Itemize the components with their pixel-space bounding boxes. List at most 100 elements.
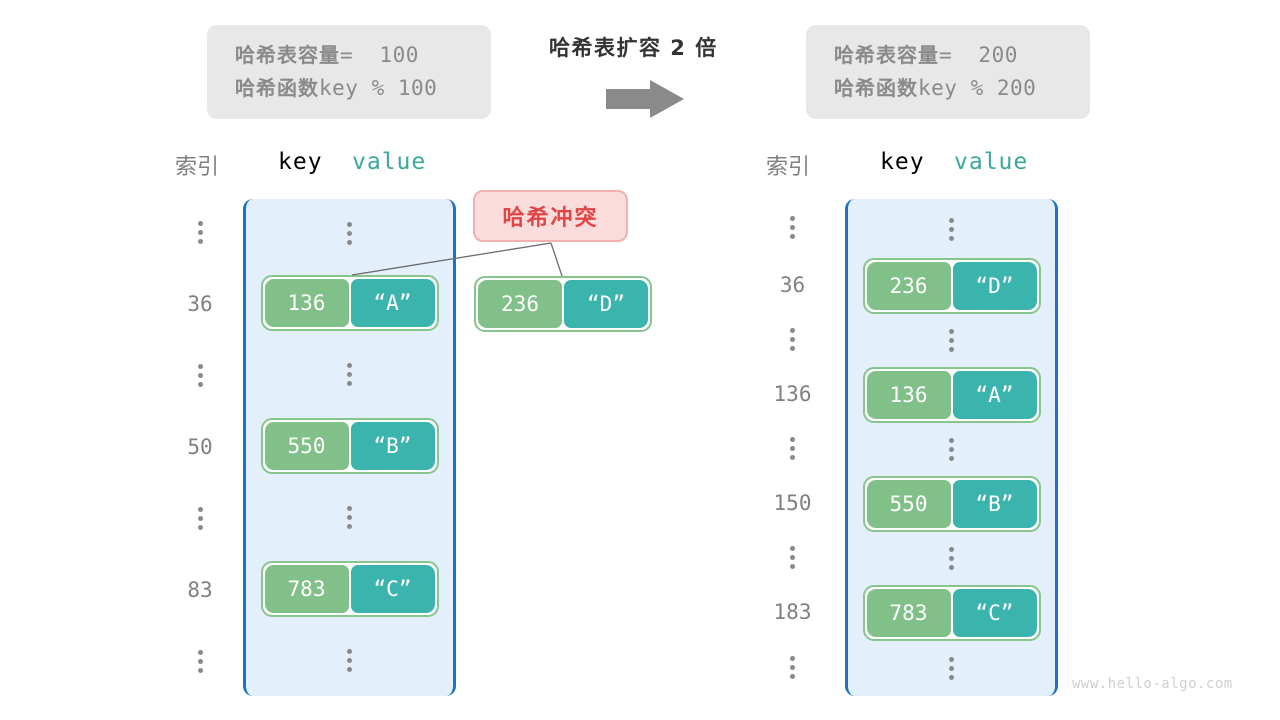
value-cell: “D” — [952, 262, 1037, 310]
vertical-dots-icon — [790, 215, 795, 239]
before-bucket-container: 136 “A” 550 “B” 783 “C” — [243, 199, 456, 696]
bucket-slot — [848, 199, 1055, 259]
bucket-slot: 783 “C” — [246, 553, 453, 624]
vertical-dots-icon — [790, 655, 795, 679]
watermark: www.hello-algo.com — [1072, 676, 1233, 692]
key-cell: 236 — [478, 280, 562, 328]
index-cell: 136 — [773, 381, 812, 406]
bucket-slot: 783 “C” — [848, 585, 1055, 641]
after-function-line: 哈希函数 key % 200 — [834, 72, 1062, 105]
index-cell — [170, 482, 230, 554]
collision-kv-pair[interactable]: 236 “D” — [474, 276, 652, 332]
index-cell: 50 — [187, 434, 213, 459]
kv-pair[interactable]: 783 “C” — [862, 585, 1041, 641]
before-index-column: 36 50 83 — [170, 196, 230, 697]
index-cell — [170, 339, 230, 411]
bucket-slot: 550 “B” — [246, 410, 453, 481]
vertical-dots-icon — [790, 327, 795, 351]
after-capacity-line: 哈希表容量 = 200 — [834, 39, 1062, 72]
bucket-slot — [246, 199, 453, 267]
before-function-value: key % 100 — [319, 76, 438, 100]
kv-pair[interactable]: 550 “B” — [260, 417, 439, 474]
kv-pair[interactable]: 136 “A” — [260, 274, 439, 331]
before-info-box: 哈希表容量 = 100 哈希函数 key % 100 — [207, 25, 491, 119]
before-function-line: 哈希函数 key % 100 — [235, 72, 463, 105]
index-cell: 36 — [187, 291, 213, 316]
vertical-dots-icon — [197, 649, 203, 673]
before-capacity-line: 哈希表容量 = 100 — [235, 39, 463, 72]
before-capacity-value: = 100 — [340, 43, 419, 68]
vertical-dots-icon — [790, 545, 795, 569]
index-cell — [755, 196, 830, 258]
key-cell: 550 — [264, 421, 349, 470]
bucket-slot — [848, 531, 1055, 586]
value-cell: “D” — [564, 280, 648, 328]
key-cell: 236 — [866, 262, 951, 310]
value-cell: “A” — [952, 371, 1037, 419]
vertical-dots-icon — [347, 221, 352, 245]
before-function-label: 哈希函数 — [235, 76, 319, 100]
kv-pair[interactable]: 236 “D” — [862, 258, 1041, 314]
bucket-slot: 236 “D” — [848, 258, 1055, 314]
vertical-dots-icon — [949, 217, 954, 241]
key-cell: 550 — [866, 480, 951, 528]
after-header-value: value — [954, 149, 1029, 175]
index-cell — [170, 196, 230, 268]
resize-caption: 哈希表扩容 2 倍 — [549, 36, 718, 60]
key-cell: 783 — [866, 589, 951, 637]
index-cell — [170, 625, 230, 697]
kv-pair[interactable]: 550 “B” — [862, 476, 1041, 532]
kv-pair[interactable]: 136 “A” — [862, 367, 1041, 423]
collision-callout: 哈希冲突 — [473, 190, 628, 242]
index-cell — [755, 420, 830, 476]
before-header-key: key — [278, 149, 323, 175]
after-function-label: 哈希函数 — [834, 76, 918, 100]
before-capacity-label: 哈希表容量 — [235, 43, 340, 68]
after-header-index: 索引 — [766, 155, 811, 180]
after-index-column: 36 136 150 183 — [755, 196, 830, 696]
after-bucket-container: 236 “D” 136 “A” 550 “B” 783 “C” — [845, 199, 1058, 696]
vertical-dots-icon — [347, 648, 352, 672]
vertical-dots-icon — [197, 220, 203, 244]
bucket-slot: 136 “A” — [246, 267, 453, 338]
index-cell: 150 — [773, 490, 812, 515]
key-cell: 783 — [264, 564, 349, 613]
after-function-value: key % 200 — [918, 76, 1037, 100]
value-cell: “C” — [350, 564, 435, 613]
bucket-slot: 136 “A” — [848, 367, 1055, 423]
kv-pair[interactable]: 783 “C” — [260, 560, 439, 617]
bucket-slot — [848, 313, 1055, 368]
vertical-dots-icon — [197, 363, 203, 387]
vertical-dots-icon — [949, 329, 954, 352]
bucket-slot: 550 “B” — [848, 476, 1055, 532]
after-capacity-value: = 200 — [939, 43, 1018, 68]
vertical-dots-icon — [347, 505, 352, 529]
index-cell — [755, 529, 830, 585]
vertical-dots-icon — [790, 436, 795, 460]
value-cell: “B” — [350, 421, 435, 470]
value-cell: “C” — [952, 589, 1037, 637]
after-header-key: key — [880, 149, 925, 175]
bucket-slot — [246, 338, 453, 410]
value-cell: “B” — [952, 480, 1037, 528]
vertical-dots-icon — [949, 438, 954, 461]
bucket-slot — [246, 624, 453, 696]
value-cell: “A” — [350, 278, 435, 327]
index-cell — [755, 638, 830, 696]
bucket-slot — [246, 481, 453, 553]
vertical-dots-icon — [949, 547, 954, 570]
index-cell: 36 — [779, 272, 806, 297]
index-cell: 183 — [773, 599, 812, 624]
index-cell: 83 — [187, 577, 213, 602]
index-cell — [755, 311, 830, 367]
right-arrow-icon — [606, 80, 684, 118]
key-cell: 136 — [264, 278, 349, 327]
before-header-value: value — [352, 149, 427, 175]
key-cell: 136 — [866, 371, 951, 419]
bucket-slot — [848, 640, 1055, 696]
vertical-dots-icon — [197, 506, 203, 530]
vertical-dots-icon — [347, 362, 352, 386]
after-capacity-label: 哈希表容量 — [834, 43, 939, 68]
after-info-box: 哈希表容量 = 200 哈希函数 key % 200 — [806, 25, 1090, 119]
bucket-slot — [848, 422, 1055, 477]
